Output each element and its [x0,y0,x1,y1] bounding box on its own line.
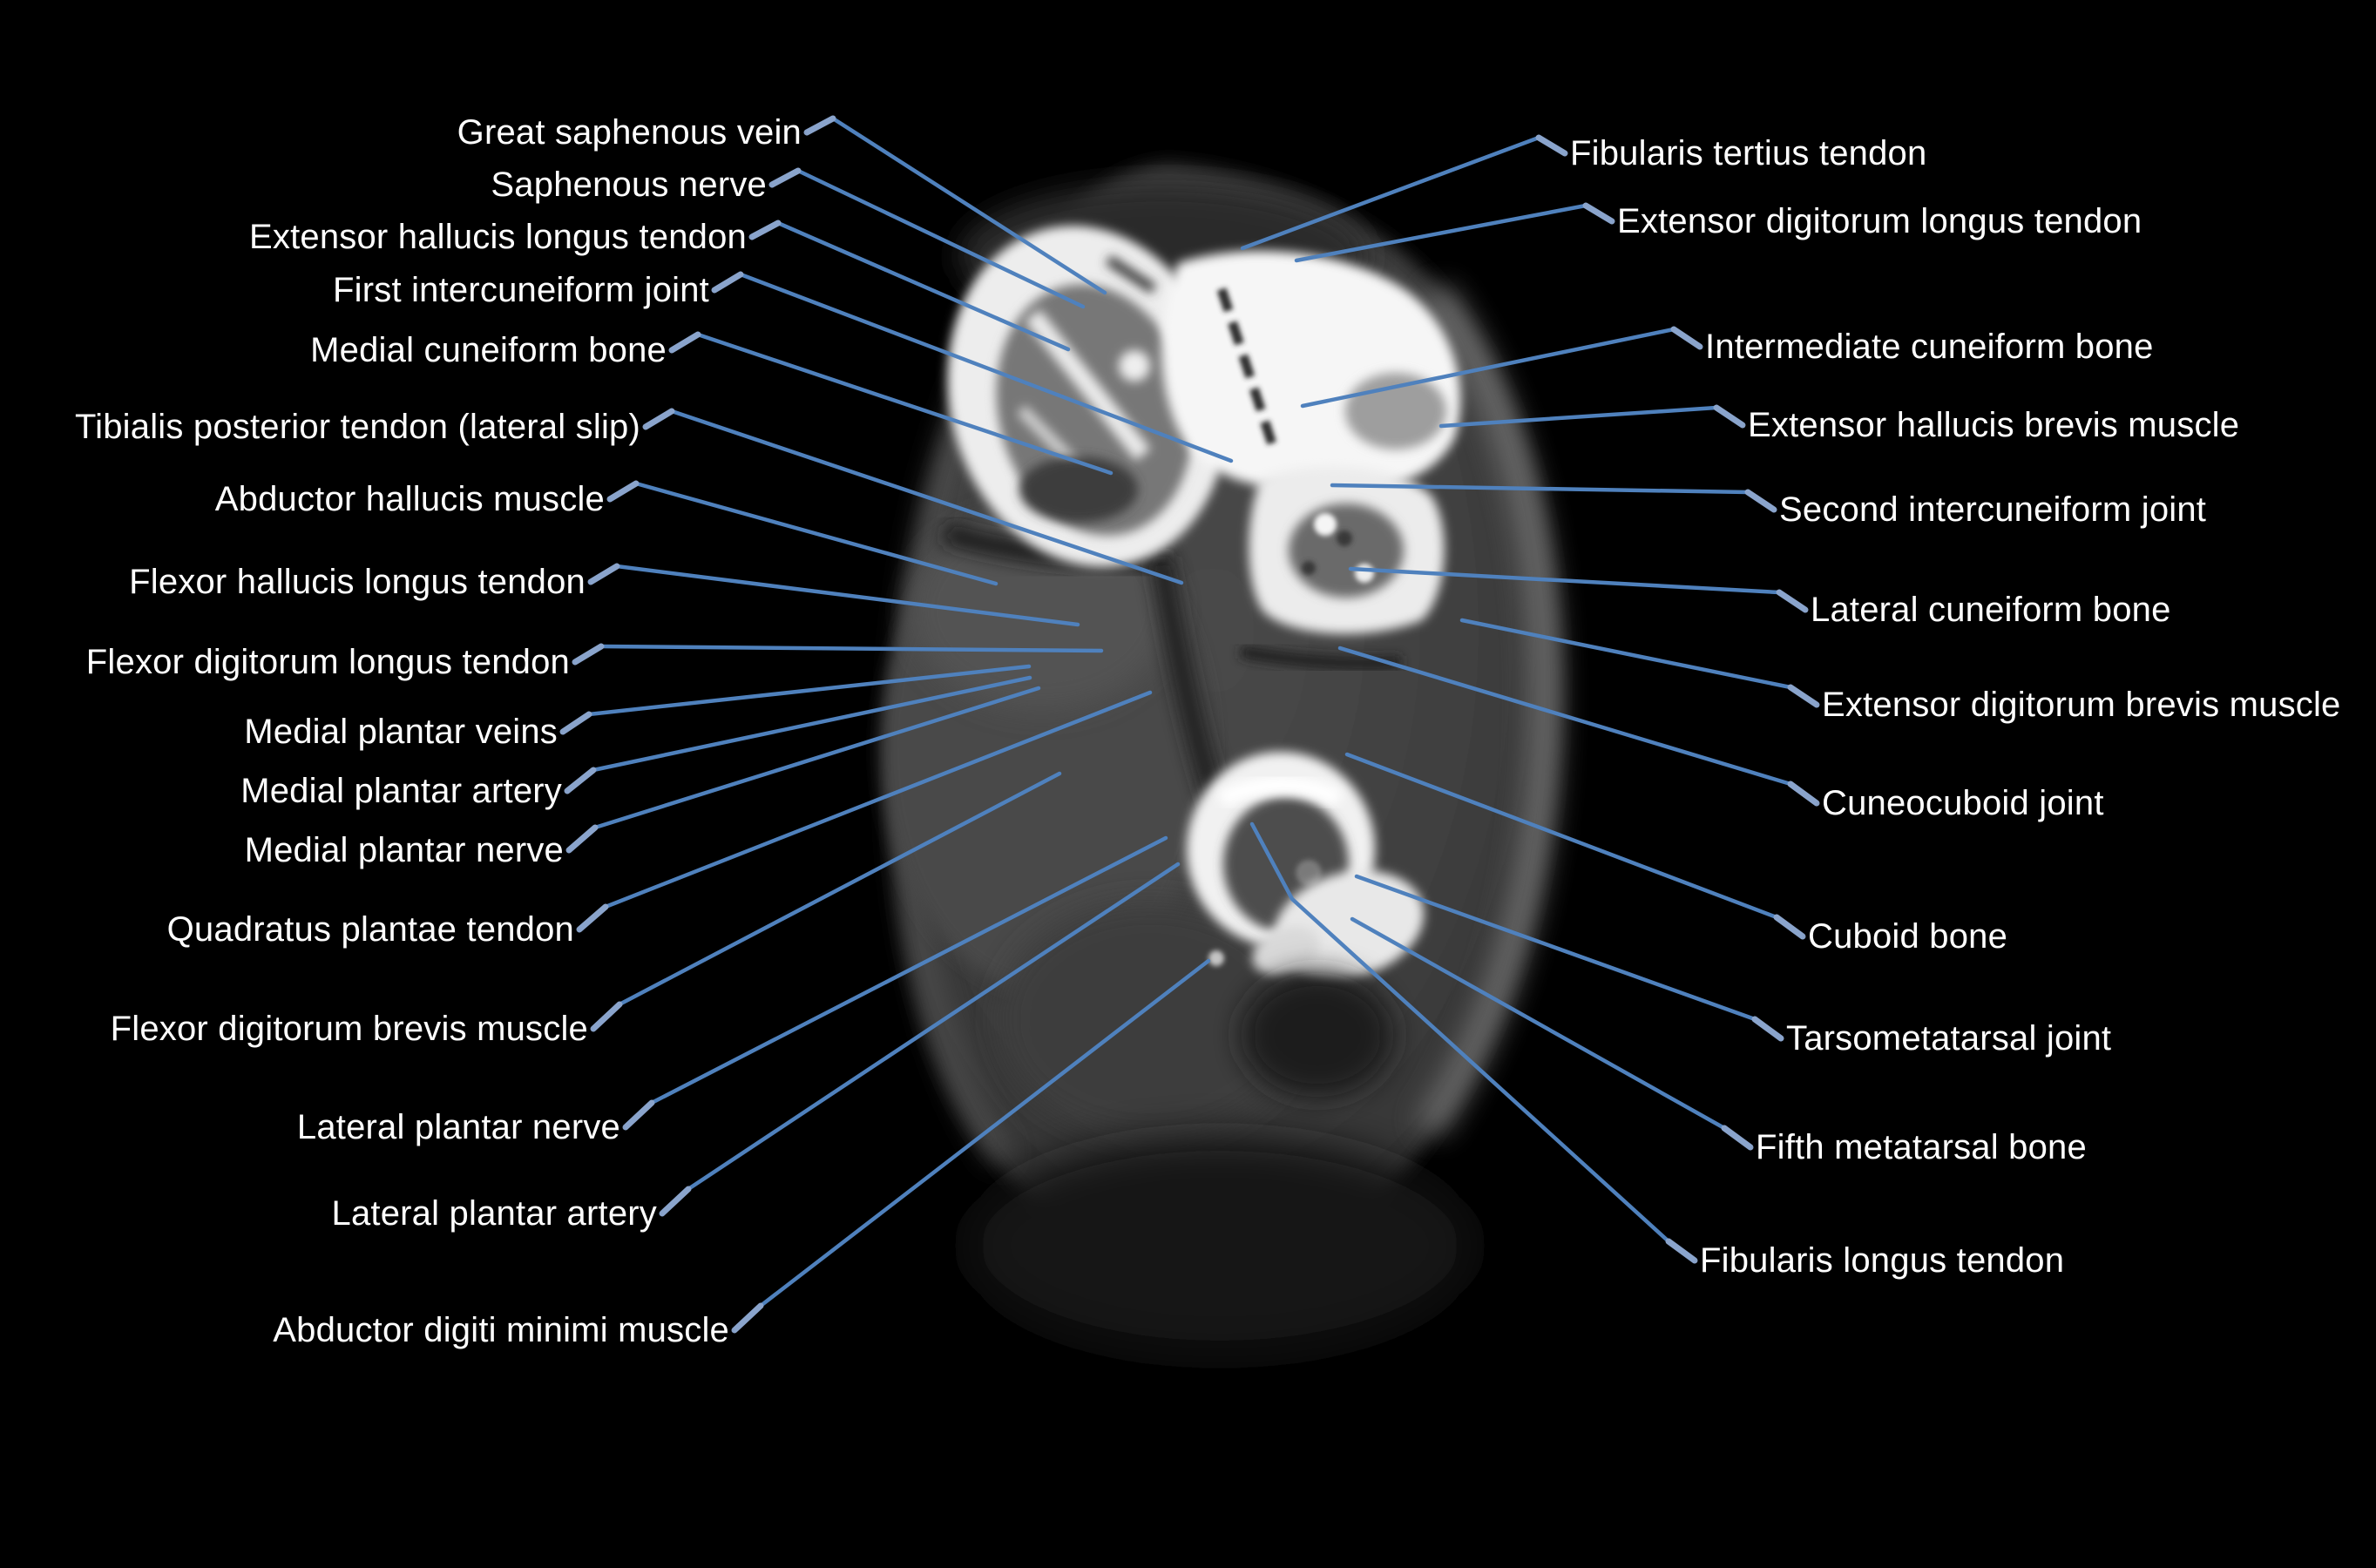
leader-line-fibularis-tertius-tendon [1240,135,1541,251]
leader-hook-fibularis-longus-tendon [1665,1238,1698,1264]
lateral-cuneiform-speckle-4 [1302,561,1316,575]
first-intercuneiform-joint-line [1216,287,1281,456]
leader-hook-saphenous-nerve [768,167,802,188]
leader-line-flexor-digitorum-longus-tendon [599,644,1104,653]
leader-hook-flexor-hallucis-longus-tendon [587,563,620,585]
leader-line-cuboid-bone [1344,752,1779,920]
leader-line-extensor-digitorum-longus-tendon [1294,203,1588,263]
leader-hook-cuboid-bone [1773,914,1806,940]
leader-hook-lateral-plantar-artery [659,1186,692,1217]
leader-line-abductor-digiti-minimi-muscle [758,958,1211,1308]
leader-hook-extensor-digitorum-longus-tendon [1582,202,1615,225]
lateral-cuneiform-speckle-2 [1355,564,1374,583]
leader-hook-quadratus-plantae-tendon [576,903,609,933]
lateral-cuneiform-interior [1289,504,1404,598]
leader-line-extensor-digitorum-brevis-muscle [1459,618,1793,690]
fifth-metatarsal-tail [1252,926,1320,977]
cuboid-inner-blob [1296,860,1322,886]
leader-hook-abductor-digiti-minimi-muscle [731,1302,764,1334]
fibularis-longus-bright-dot [1208,950,1224,966]
leader-line-fibularis-longus-tendon [1249,821,1671,1244]
medial-cuneiform-dark-patch [1019,456,1138,523]
leader-line-fifth-metatarsal-bone [1350,916,1727,1131]
leader-hook-fibularis-tertius-tendon [1535,134,1568,157]
leader-line-medial-cuneiform-bone [695,332,1114,476]
lateral-plantar-dark-zone [1241,972,1394,1098]
leader-line-extensor-hallucis-longus-tendon [775,220,1071,352]
leader-hook-great-saphenous-vein [803,115,836,136]
leader-line-tarsometatarsal-joint [1354,874,1757,1022]
leader-line-medial-plantar-nerve [592,686,1041,830]
medial-cuneiform-trabecular-streak [1025,309,1151,461]
leader-line-lateral-cuneiform-bone [1348,566,1782,595]
leader-line-cuneocuboid-joint [1337,645,1793,787]
lateral-cuneiform-speckle-1 [1314,513,1337,536]
leader-hook-medial-plantar-nerve [565,824,599,854]
leader-hook-lateral-plantar-nerve [622,1099,655,1131]
leader-line-second-intercuneiform-joint [1330,483,1750,495]
leader-hook-flexor-digitorum-longus-tendon [572,643,605,666]
leader-lines [559,115,1820,1334]
leader-hook-extensor-hallucis-longus-tendon [748,220,782,240]
leader-line-first-intercuneiform-joint [738,272,1234,463]
leader-line-medial-plantar-veins [586,664,1032,717]
leader-line-tibialis-posterior-tendon-lateral-slip [669,409,1184,585]
leader-line-great-saphenous-vein [830,116,1107,295]
leader-hook-fifth-metatarsal-bone [1721,1125,1754,1151]
plantar-muscle-mass [998,902,1303,1137]
leader-line-medial-plantar-artery [591,675,1032,773]
leader-hook-cuneocuboid-joint [1787,781,1820,807]
leader-hook-medial-plantar-veins [559,711,592,735]
leader-line-flexor-hallucis-longus-tendon [614,564,1080,627]
cuboid-inner-bright-band [1217,776,1344,808]
leader-hook-flexor-digitorum-brevis-muscle [590,1001,623,1032]
leader-hook-extensor-hallucis-brevis-muscle [1713,404,1746,429]
leader-hook-intermediate-cuneiform-bone [1670,326,1703,350]
heel-fade [967,1137,1472,1355]
lateral-skin-rim [1416,283,1561,1139]
medial-cuneiform-joint-notch [1105,254,1157,294]
leader-hook-tarsometatarsal-joint [1751,1016,1784,1042]
leader-line-intermediate-cuneiform-bone [1300,327,1676,409]
leader-hook-medial-cuneiform-bone [668,331,701,354]
leader-line-lateral-plantar-nerve [649,835,1168,1105]
leader-hook-second-intercuneiform-joint [1744,489,1777,513]
leader-line-extensor-hallucis-brevis-muscle [1438,405,1719,429]
leader-hook-lateral-cuneiform-bone [1776,589,1809,613]
leader-hook-medial-plantar-artery [564,767,597,794]
leader-line-flexor-digitorum-brevis-muscle [617,771,1062,1007]
leader-line-abductor-hallucis-muscle [633,481,998,586]
leader-hook-tibialis-posterior-tendon-lateral-slip [642,408,675,430]
ct-axial-midfoot-image [882,164,1561,1355]
leader-line-saphenous-nerve [795,168,1086,309]
medial-cuneiform-bright-spot [1119,350,1150,382]
leader-hook-first-intercuneiform-joint [711,271,744,294]
dorsal-mass-gray-patch [1345,373,1446,449]
leader-hook-abductor-hallucis-muscle [606,480,640,503]
leader-hook-extensor-digitorum-brevis-muscle [1787,684,1820,708]
leader-line-quadratus-plantae-tendon [603,690,1153,909]
leader-line-lateral-plantar-artery [686,862,1181,1192]
lateral-cuneiform-speckle-3 [1337,531,1352,546]
